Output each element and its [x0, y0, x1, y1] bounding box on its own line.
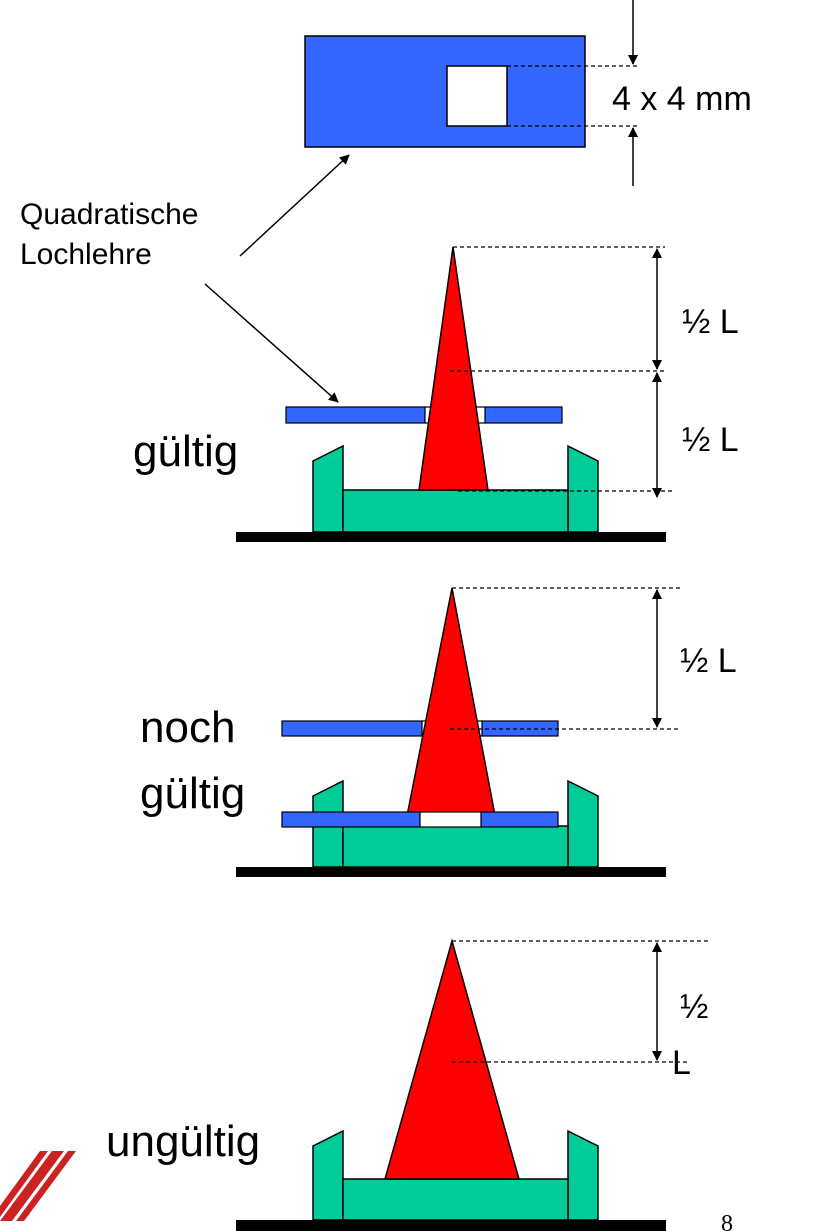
status-label-valid: gültig	[133, 427, 238, 476]
upper-half-label: ½ L	[682, 303, 739, 341]
half-label-bottom: L	[672, 1044, 691, 1082]
holder-right-jaw	[567, 1129, 599, 1221]
gauge-square-hole	[446, 65, 508, 127]
logo-stripe-1	[0, 1151, 64, 1221]
half-label: ½ L	[680, 642, 737, 680]
logo-stripe-2	[16, 1151, 76, 1221]
gauge-plate	[304, 35, 586, 148]
holder-right-jaw	[567, 444, 599, 533]
gauge-size-label: 4 x 4 mm	[612, 80, 752, 118]
holder-base	[342, 825, 569, 868]
gauge-plate-left	[285, 406, 426, 424]
page-number: 8	[721, 1211, 733, 1231]
holder-right-jaw	[567, 779, 599, 868]
test-cone	[418, 246, 489, 491]
gauge-name-callout: Quadratische Lochlehre	[20, 154, 350, 403]
gauge-plate-right	[484, 406, 563, 424]
gauge-hole-gap	[419, 811, 482, 828]
corner-logo-stripes	[0, 1151, 76, 1221]
logo-stripe-3	[0, 1151, 48, 1217]
ground-bar	[236, 532, 666, 542]
gauge-plate-left	[281, 811, 421, 828]
ground-bar	[236, 867, 666, 877]
panel-valid: ½ L ½ L gültig	[133, 246, 739, 542]
gauge-name-line2: Lochlehre	[20, 238, 152, 271]
panel-still-valid: ½ L noch gültig	[140, 587, 737, 877]
test-cone	[384, 938, 520, 1180]
status-label-invalid: ungültig	[106, 1117, 260, 1166]
gauge-plate-left	[281, 720, 423, 737]
status-label-line1: noch	[140, 703, 235, 752]
holder-left-jaw	[312, 444, 344, 533]
lower-half-label: ½ L	[682, 421, 739, 459]
holder-base	[342, 489, 569, 533]
panel-invalid: ½ L ungültig	[106, 811, 710, 1231]
holder-left-jaw	[312, 1129, 344, 1221]
test-cone	[404, 587, 498, 827]
holder-base	[342, 1178, 569, 1221]
gauge-name-line1: Quadratische	[20, 198, 198, 231]
half-label-top: ½	[680, 988, 708, 1026]
leader-arrow-to-gauge	[239, 154, 350, 257]
status-label-line2: gültig	[140, 769, 245, 818]
ground-bar	[236, 1220, 666, 1231]
square-hole-gauge: 4 x 4 mm	[304, 0, 752, 186]
leader-arrow-to-plate	[204, 283, 339, 403]
gauge-plate-right	[480, 811, 559, 828]
